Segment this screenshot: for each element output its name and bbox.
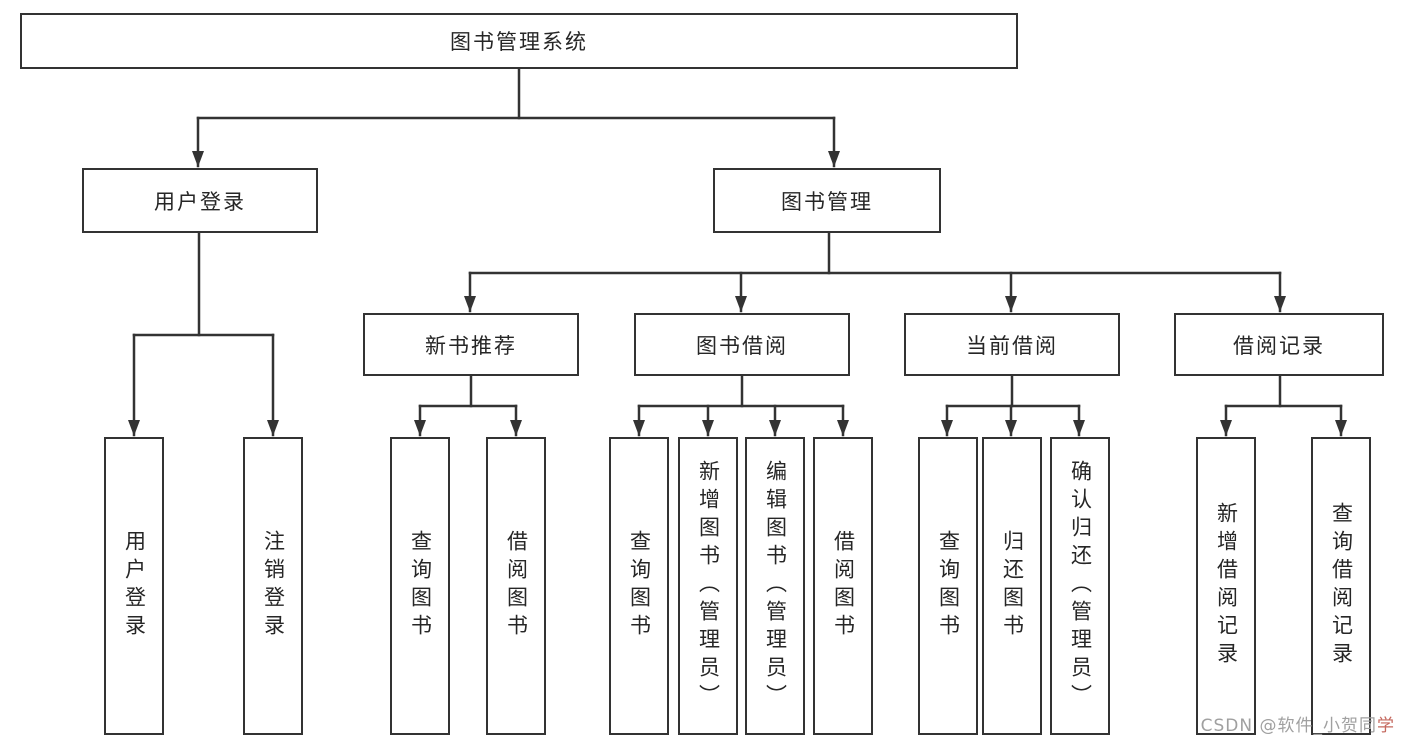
node-borrow-records: 借阅记录 — [1174, 313, 1384, 376]
node-book-management: 图书管理 — [713, 168, 941, 233]
node-library-management-system: 图书管理系统 — [20, 13, 1018, 69]
leaf-user-login-label: 用户登录 — [122, 530, 147, 642]
leaf-query-borrow-record: 查询借阅记录 — [1311, 437, 1371, 735]
node-user-login: 用户登录 — [82, 168, 318, 233]
leaf-confirm-return-admin: 确认归还（管理员） — [1050, 437, 1110, 735]
leaf-query-books-borrow-label: 查询图书 — [627, 530, 652, 642]
csdn-watermark: CSDN @软件_小贺同学 — [1201, 711, 1395, 736]
leaf-borrow-books-recommend: 借阅图书 — [486, 437, 546, 735]
leaf-add-borrow-record: 新增借阅记录 — [1196, 437, 1256, 735]
csdn-watermark-accent: 学 — [1377, 716, 1395, 736]
leaf-add-books-admin: 新增图书（管理员） — [678, 437, 738, 735]
leaf-borrow-books-label: 借阅图书 — [831, 530, 856, 642]
leaf-add-books-admin-label: 新增图书（管理员） — [696, 460, 721, 712]
leaf-borrow-books: 借阅图书 — [813, 437, 873, 735]
node-book-borrow: 图书借阅 — [634, 313, 850, 376]
leaf-query-books-current: 查询图书 — [918, 437, 978, 735]
leaf-query-borrow-record-label: 查询借阅记录 — [1329, 502, 1354, 670]
leaf-return-books-label: 归还图书 — [1000, 530, 1025, 642]
leaf-edit-books-admin-label: 编辑图书（管理员） — [763, 460, 788, 712]
leaf-query-books-recommend: 查询图书 — [390, 437, 450, 735]
leaf-query-books-recommend-label: 查询图书 — [408, 530, 433, 642]
leaf-query-books-current-label: 查询图书 — [936, 530, 961, 642]
leaf-add-borrow-record-label: 新增借阅记录 — [1214, 502, 1239, 670]
leaf-logout-label: 注销登录 — [261, 530, 286, 642]
leaf-edit-books-admin: 编辑图书（管理员） — [745, 437, 805, 735]
leaf-borrow-books-recommend-label: 借阅图书 — [504, 530, 529, 642]
leaf-user-login: 用户登录 — [104, 437, 164, 735]
leaf-confirm-return-admin-label: 确认归还（管理员） — [1068, 460, 1093, 712]
leaf-query-books-borrow: 查询图书 — [609, 437, 669, 735]
node-current-borrow: 当前借阅 — [904, 313, 1120, 376]
leaf-logout: 注销登录 — [243, 437, 303, 735]
csdn-watermark-text: CSDN @软件_小贺同 — [1200, 716, 1377, 736]
leaf-return-books: 归还图书 — [982, 437, 1042, 735]
node-new-book-recommend: 新书推荐 — [363, 313, 579, 376]
